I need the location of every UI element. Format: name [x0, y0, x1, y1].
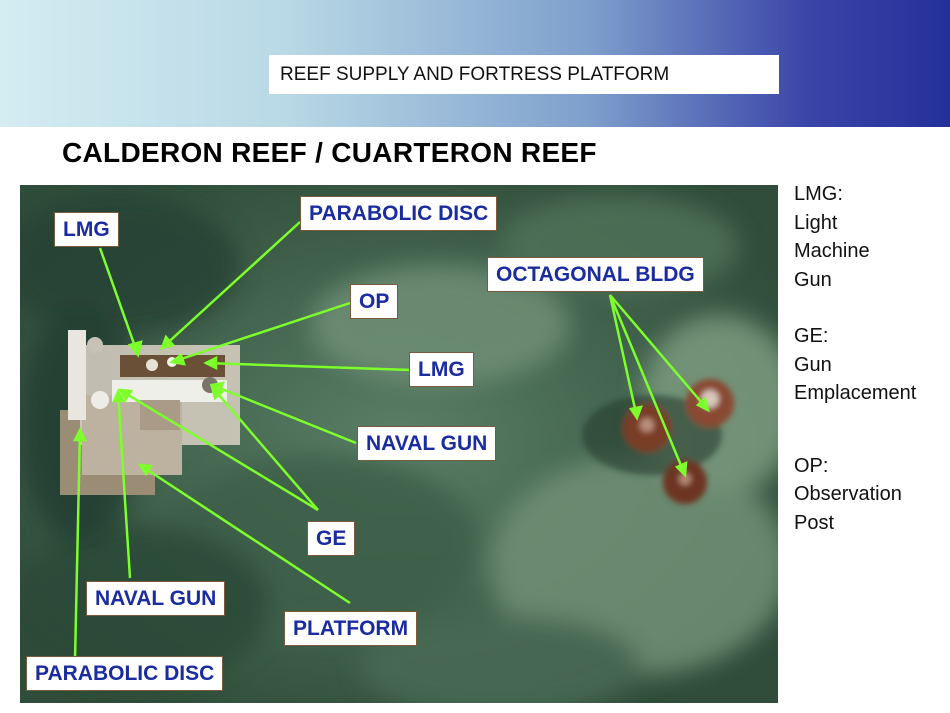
legend-op-line: OP:: [794, 454, 829, 477]
legend-entry-lmg: LMG: Light Machine Gun: [794, 180, 944, 294]
callout-parabolic-disc-top: PARABOLIC DISC: [300, 196, 498, 231]
legend-lmg-line: Machine: [794, 240, 870, 262]
legend-entry-ge: GE: Gun Emplacement: [794, 322, 944, 408]
legend-op-line: Observation: [794, 483, 902, 505]
callout-naval-gun-left: NAVAL GUN: [86, 581, 226, 616]
legend-lmg-line: Gun: [794, 268, 832, 291]
callout-op: OP: [350, 284, 399, 319]
callout-octagonal-bldg: OCTAGONAL BLDG: [487, 257, 704, 292]
callout-parabolic-disc-bottom: PARABOLIC DISC: [26, 656, 224, 691]
callout-naval-gun-right: NAVAL GUN: [357, 426, 497, 461]
legend-lmg-line: Light: [794, 211, 838, 234]
callout-ge: GE: [307, 521, 356, 556]
legend-ge-line: GE:: [794, 325, 829, 347]
abbreviation-legend: LMG: Light Machine Gun GE: Gun Emplaceme…: [794, 180, 944, 565]
legend-op-line: Post: [794, 511, 835, 534]
slide-title: CALDERON REEF / CUARTERON REEF: [62, 137, 597, 168]
legend-ge-line: Emplacement: [794, 382, 917, 404]
legend-lmg-line: LMG:: [794, 183, 843, 205]
callout-lmg-mid: LMG: [409, 352, 474, 387]
callout-platform: PLATFORM: [284, 611, 418, 646]
legend-ge-line: Gun: [794, 353, 832, 376]
callout-arrows: [72, 221, 710, 661]
legend-entry-op: OP: Observation Post: [794, 452, 944, 538]
slide-subtitle: REEF SUPPLY AND FORTRESS PLATFORM: [269, 55, 779, 94]
callout-lmg-top: LMG: [54, 212, 119, 247]
